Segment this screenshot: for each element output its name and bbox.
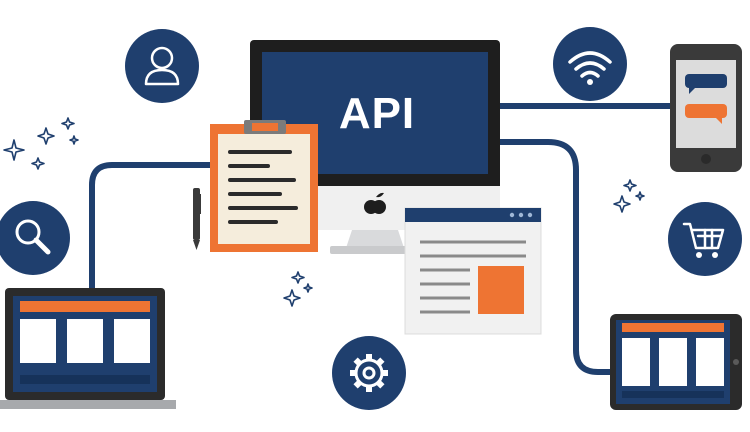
apple-logo-icon [364, 192, 386, 214]
clipboard-document [210, 120, 318, 252]
laptop [0, 288, 176, 409]
wifi-icon [553, 27, 627, 101]
chat-bubble-outgoing [685, 104, 727, 118]
browser-window [404, 207, 542, 335]
monitor-stand [346, 230, 404, 248]
monitor-base [330, 246, 420, 254]
user-icon [125, 29, 199, 103]
connector-monitor-tablet [495, 139, 613, 375]
tablet [610, 314, 742, 410]
search-icon [0, 201, 70, 275]
mobile-phone [670, 44, 742, 172]
gear-icon [332, 336, 406, 410]
chat-bubble-incoming [685, 74, 727, 88]
api-label: API [338, 89, 416, 138]
browser-image-block [478, 266, 524, 314]
pen-icon [193, 188, 201, 250]
connector-lines [89, 103, 675, 375]
shopping-cart-icon [668, 202, 742, 276]
connector-laptop-clipboard [89, 162, 215, 295]
sparkle-icon [3, 117, 645, 307]
